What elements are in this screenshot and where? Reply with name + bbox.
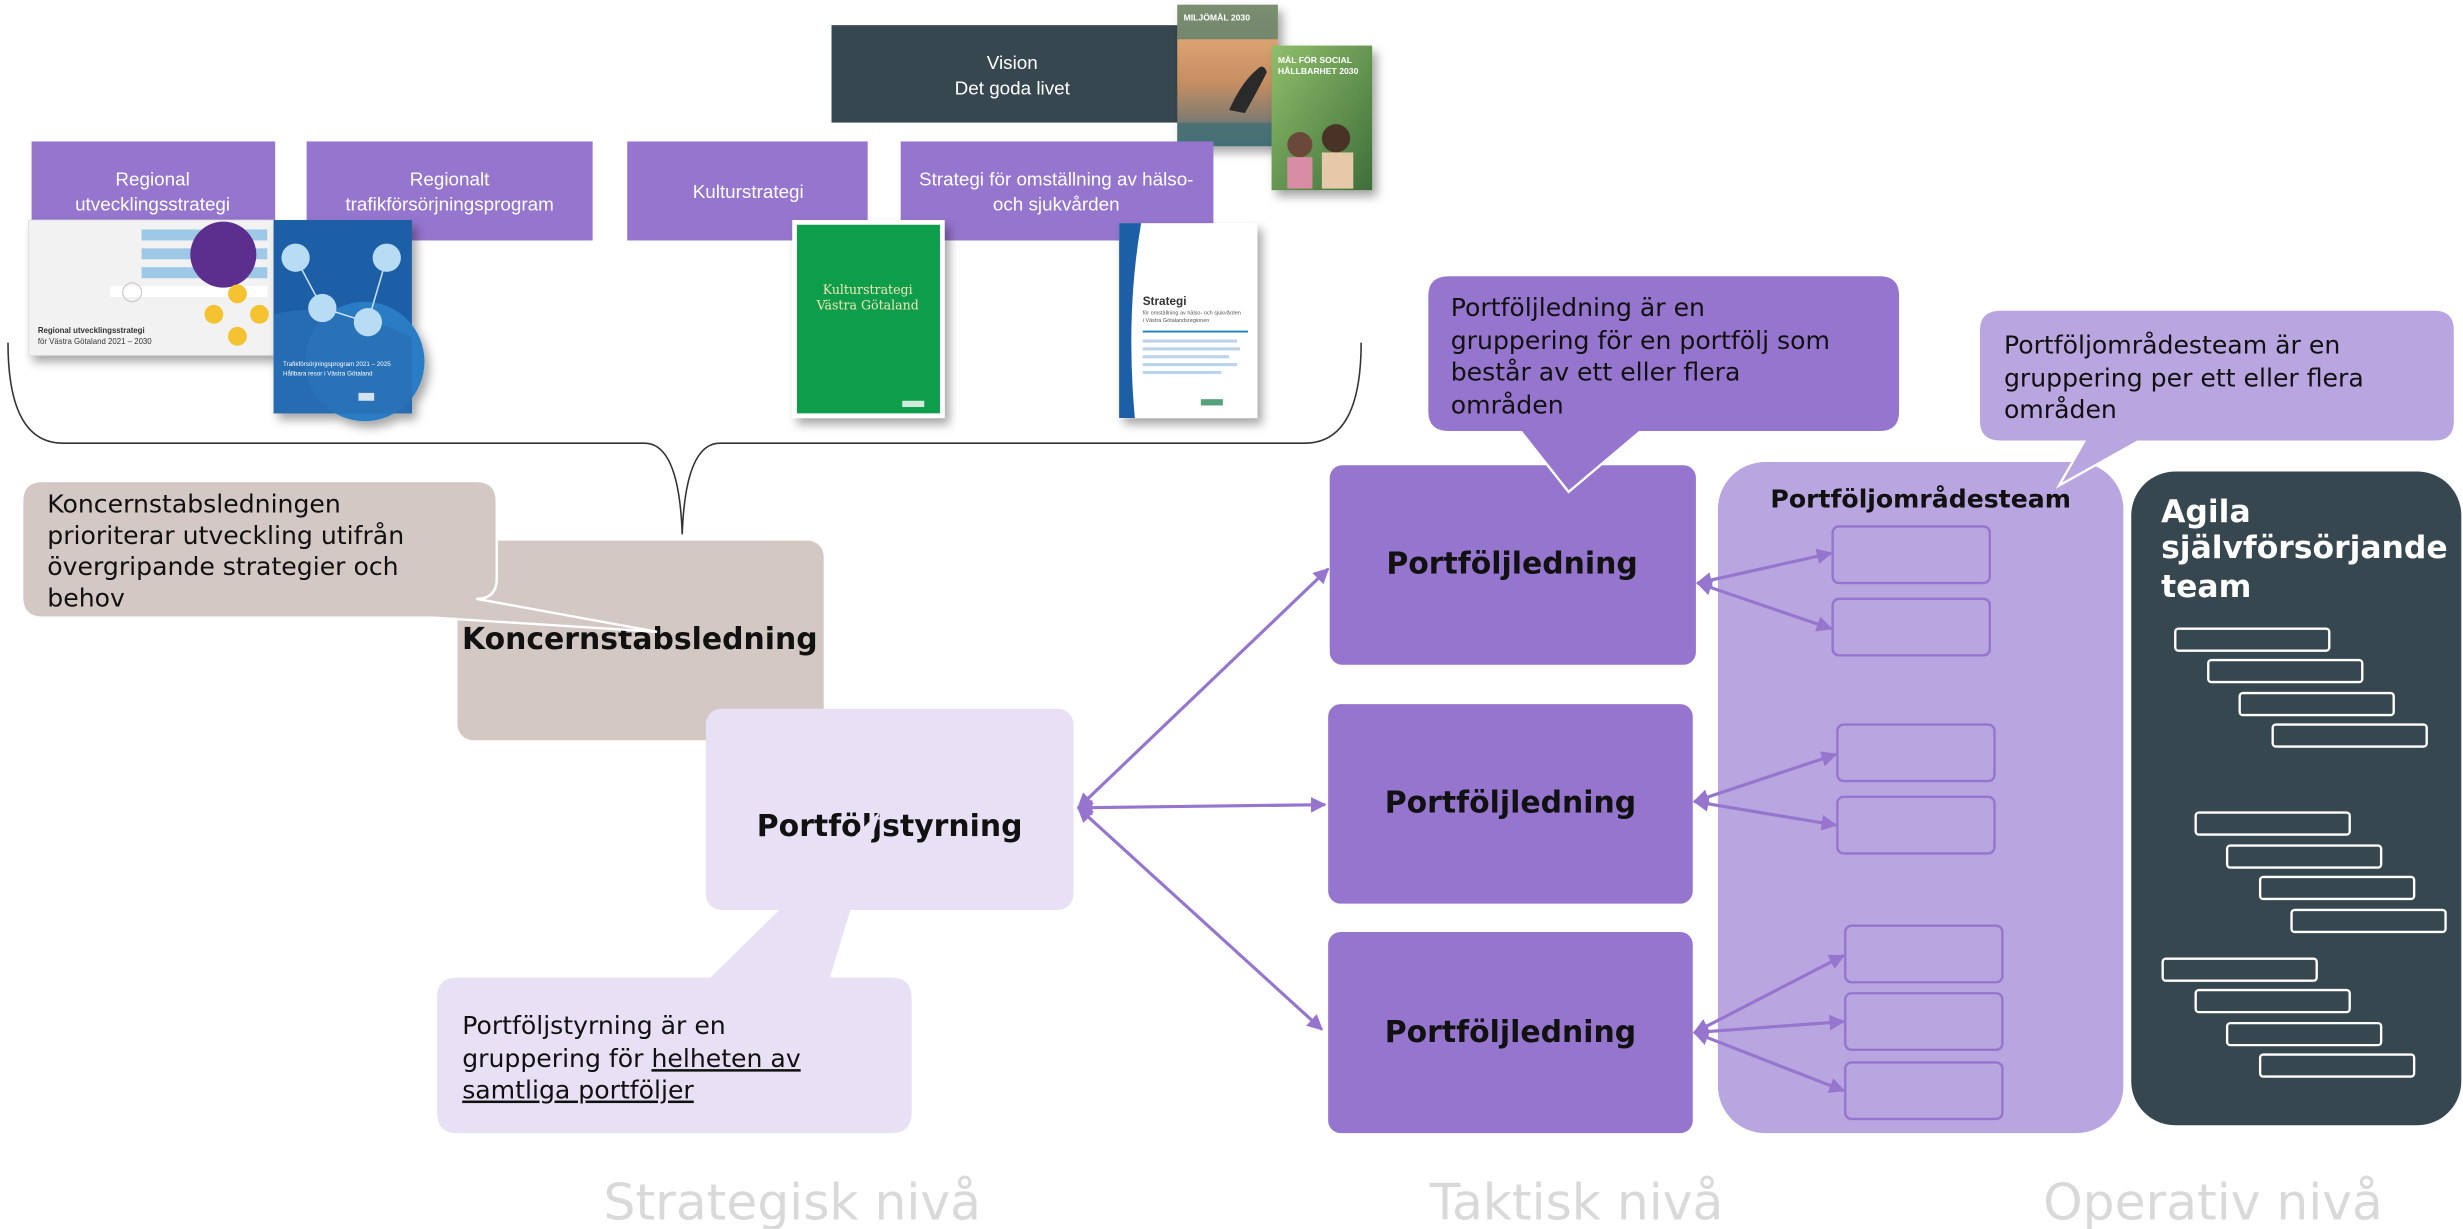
portfoljledning-label: Portföljledning xyxy=(1386,547,1637,582)
portfoljomradesteam-title: Portföljområdesteam xyxy=(1770,485,2070,514)
team-bar xyxy=(2225,844,2383,869)
halso-cover-subtitle: för omställning av hälso- och sjukvården… xyxy=(1143,309,1241,324)
halso-cover-title: Strategi xyxy=(1143,295,1187,308)
team-bar xyxy=(2271,723,2428,748)
team-slot xyxy=(1844,992,2004,1052)
strategy-label: Kulturstrategi xyxy=(693,181,804,202)
portfoljledning-node-2: Portföljledning xyxy=(1328,704,1693,904)
portfoljledning-label: Portföljledning xyxy=(1385,786,1636,821)
portfoljledning-node-1: Portföljledning xyxy=(1329,465,1696,665)
portfoljledning-callout: Portföljledning är en gruppering för en … xyxy=(1425,273,1902,494)
vision-subtitle: Det goda livet xyxy=(955,77,1071,98)
rus-cover-subtitle: för Västra Götaland 2021 – 2030 xyxy=(38,337,152,346)
team-slot xyxy=(1844,924,2004,984)
portfoljstyrning-label: Portföljstyrning xyxy=(757,809,1023,844)
agila-team-title: Agila självförsörjande team xyxy=(2161,494,2459,605)
vision-box: Vision Det goda livet xyxy=(831,25,1181,123)
arrow-styrning-ledning-3 xyxy=(1077,806,1324,1031)
portfoljstyrning-callout: Portföljstyrning är en gruppering för he… xyxy=(437,810,912,1134)
koncern-callout-text: Koncernstabsledningen prioriterar utveck… xyxy=(47,489,412,612)
team-bar xyxy=(2238,691,2395,717)
strategy-label-line2: utvecklingsstrategi xyxy=(75,194,230,215)
portfoljledning-node-3: Portföljledning xyxy=(1328,931,1693,1134)
agila-team-panel: Agila självförsörjande team xyxy=(2131,471,2462,1126)
kultur-cover-title-line1: Kulturstrategi xyxy=(823,282,913,297)
level-strategisk: Strategisk nivå xyxy=(604,1173,981,1229)
kultur-cover: Kulturstrategi Västra Götaland xyxy=(792,220,945,419)
team-slot xyxy=(1831,597,1991,657)
arrow-styrning-ledning-1 xyxy=(1077,567,1330,809)
portfoljledning-callout-text: Portföljledning är en gruppering för en … xyxy=(1451,293,1838,419)
portfoljstyrning-node: Portföljstyrning xyxy=(705,708,1074,910)
rus-cover-title: Regional utvecklingsstrategi xyxy=(38,326,145,335)
portfoljomradesteam-column: Portföljområdesteam xyxy=(1717,462,2124,1134)
rus-cover: Regional utvecklingsstrategi för Västra … xyxy=(28,219,274,356)
team-bar xyxy=(2258,875,2416,901)
arrow-ledning-team xyxy=(1695,548,1833,588)
strategy-halso-sjukvard: Strategi för omställning av hälso- och s… xyxy=(900,141,1214,241)
team-slot xyxy=(1831,525,1991,585)
team-slot xyxy=(1844,1061,2004,1121)
team-slots xyxy=(1831,525,2004,1121)
miljomal-cover-title: MILJÖMÅL 2030 xyxy=(1184,12,1251,22)
strategy-label-line2: och sjukvården xyxy=(993,194,1120,215)
team-bar xyxy=(2194,988,2351,1014)
team-bar xyxy=(2225,1021,2383,1047)
hand-silhouette xyxy=(1229,66,1267,114)
agile-team-bars xyxy=(2161,627,2447,1078)
arrow-ledning-team xyxy=(1692,796,1838,831)
team-slot xyxy=(1836,723,1996,783)
strategy-label-line1: Regional xyxy=(115,168,189,189)
portfoljstyrning-callout-text: Portföljstyrning är en gruppering för he… xyxy=(462,1011,809,1104)
team-bar xyxy=(2290,908,2447,934)
koncern-callout: Koncernstabsledningen prioriterar utveck… xyxy=(20,479,658,633)
miljomal-cover: MILJÖMÅL 2030 xyxy=(1177,4,1278,147)
strategy-label-line2: trafikförsörjningsprogram xyxy=(345,194,553,215)
team-bar xyxy=(2161,957,2318,982)
arrow-ledning-team xyxy=(1695,580,1833,632)
trafik-cover: Trafikförsörjningsprogram 2021 – 2025 Hå… xyxy=(273,220,425,422)
team-bar xyxy=(2174,627,2331,652)
team-bar xyxy=(2207,658,2364,684)
team-bar xyxy=(2194,811,2351,836)
kultur-cover-title-line2: Västra Götaland xyxy=(816,298,919,313)
arrow-ledning-team xyxy=(1692,751,1838,805)
level-taktisk: Taktisk nivå xyxy=(1429,1173,1724,1229)
trafik-cover-subtitle: Hållbara resor i Västra Götaland xyxy=(283,370,373,378)
trafik-cover-title: Trafikförsörjningsprogram 2021 – 2025 xyxy=(283,361,391,368)
strategy-label-line1: Strategi för omställning av hälso- xyxy=(919,168,1193,189)
level-operativ: Operativ nivå xyxy=(2043,1173,2383,1229)
vision-title: Vision xyxy=(987,52,1038,73)
arrow-styrning-ledning-2 xyxy=(1076,796,1327,816)
halso-cover: Strategi för omställning av hälso- och s… xyxy=(1119,223,1258,419)
omradesteam-callout-text: Portföljområdesteam är en gruppering per… xyxy=(2004,331,2372,424)
strategy-label-line1: Regionalt xyxy=(410,168,490,189)
team-bar xyxy=(2258,1053,2416,1078)
strategies-brace xyxy=(7,342,1362,535)
connector-arrows xyxy=(1076,548,1846,1093)
portfoljledning-label: Portföljledning xyxy=(1385,1015,1636,1050)
arrow-ledning-team xyxy=(1692,1030,1846,1093)
omradesteam-callout: Portföljområdesteam är en gruppering per… xyxy=(1977,308,2457,489)
team-slot xyxy=(1836,795,1996,855)
koncernstabsledning-node: Koncernstabsledning xyxy=(457,540,824,741)
koncernstabsledning-label: Koncernstabsledning xyxy=(462,622,818,657)
